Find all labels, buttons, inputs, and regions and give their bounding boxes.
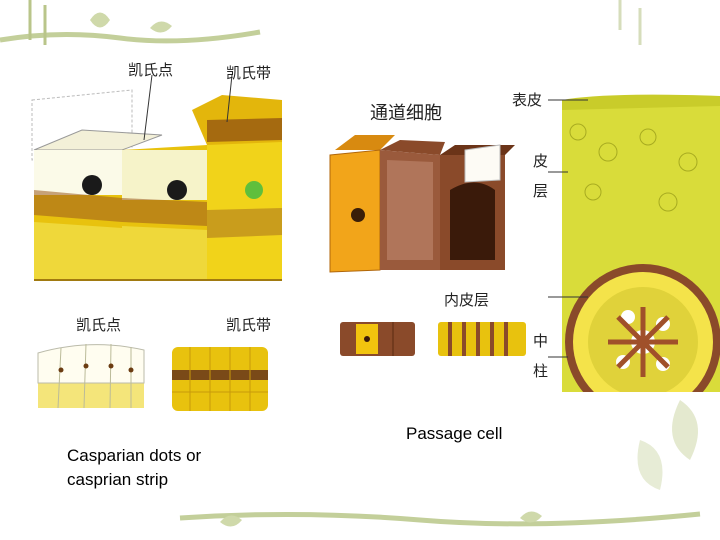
label-stele-2-cn: 柱 (533, 360, 548, 381)
label-casparian-dots-top: 凯氏点 (128, 59, 173, 80)
label-cortex-1-cn: 皮 (533, 150, 548, 171)
casparian-dots-cells (36, 338, 146, 413)
root-cross-section (548, 92, 720, 392)
label-endodermis-cn: 内皮层 (444, 289, 489, 310)
caption-passage-cell: Passage cell (406, 422, 502, 446)
caption-casparian-line-1: Casparian dots or (67, 444, 201, 468)
label-casparian-dots-bottom: 凯氏点 (76, 314, 121, 335)
label-casparian-band-top: 凯氏带 (226, 62, 271, 83)
casparian-3d-diagram (22, 50, 292, 310)
passage-cell-3d-diagram (325, 120, 520, 280)
endodermis-small-cells (338, 318, 528, 360)
label-epidermis-cn: 表皮 (512, 89, 542, 110)
label-casparian-band-bottom: 凯氏带 (226, 314, 271, 335)
label-stele-1-cn: 中 (533, 330, 548, 351)
casparian-band-cells (170, 342, 270, 414)
decorative-leaves-right (560, 390, 720, 500)
decorative-vine-bottom (0, 500, 720, 540)
caption-casparian-line-2: casprian strip (67, 468, 168, 492)
label-cortex-2-cn: 层 (533, 180, 548, 201)
